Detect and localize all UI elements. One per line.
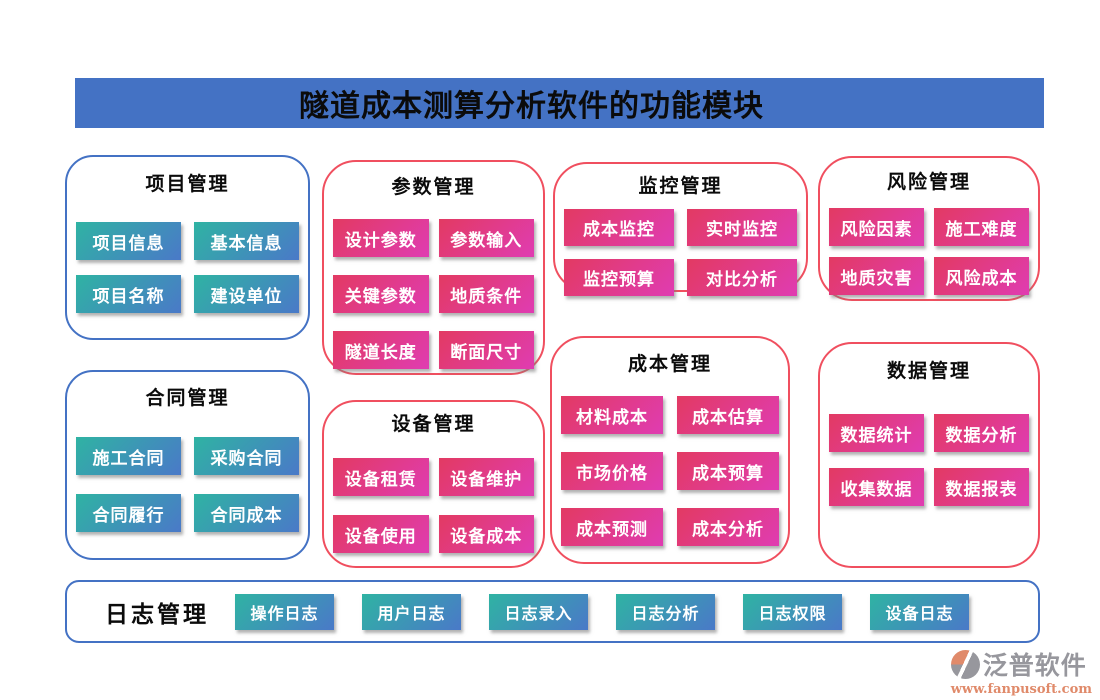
button-equipment-maintenance[interactable]: 设备维护 — [438, 458, 534, 496]
button-equipment-usage[interactable]: 设备使用 — [333, 515, 429, 553]
button-equipment-cost[interactable]: 设备成本 — [438, 515, 534, 553]
button-geological-conditions[interactable]: 地质条件 — [438, 275, 534, 313]
module-title-project-management: 项目管理 — [145, 173, 230, 195]
module-card-parameter-management: 参数管理 设计参数 参数输入 关键参数 地质条件 隧道长度 断面尺寸 — [322, 160, 545, 375]
button-comparison-analysis[interactable]: 对比分析 — [687, 259, 797, 296]
module-card-cost-management: 成本管理 材料成本 成本估算 市场价格 成本预算 成本预测 成本分析 — [550, 336, 790, 564]
module-buttons-risk: 风险因素 施工难度 地质灾害 风险成本 — [820, 208, 1038, 295]
module-buttons-log: 操作日志 用户日志 日志录入 日志分析 日志权限 设备日志 — [235, 593, 969, 630]
fanpu-logo: 泛普软件 www.fanpusoft.com — [950, 646, 1092, 697]
button-design-params[interactable]: 设计参数 — [333, 219, 429, 257]
button-data-report[interactable]: 数据报表 — [934, 468, 1029, 506]
button-data-collection[interactable]: 收集数据 — [829, 468, 924, 506]
button-geological-disaster[interactable]: 地质灾害 — [829, 257, 924, 295]
button-log-entry[interactable]: 日志录入 — [489, 593, 588, 630]
module-card-log-management: 日志管理 操作日志 用户日志 日志录入 日志分析 日志权限 设备日志 — [65, 580, 1040, 643]
module-title-log-management: 日志管理 — [105, 600, 209, 628]
fanpu-logo-icon — [950, 649, 980, 679]
button-cost-estimation[interactable]: 成本估算 — [677, 396, 779, 434]
module-title-cost-management: 成本管理 — [627, 353, 712, 375]
button-log-permission[interactable]: 日志权限 — [743, 593, 842, 630]
button-equipment-rental[interactable]: 设备租赁 — [333, 458, 429, 496]
button-data-statistics[interactable]: 数据统计 — [829, 414, 924, 452]
fanpu-logo-row: 泛普软件 — [950, 646, 1092, 682]
module-title-risk-management: 风险管理 — [886, 171, 971, 193]
button-realtime-monitoring[interactable]: 实时监控 — [687, 209, 797, 246]
button-contract-performance[interactable]: 合同履行 — [76, 494, 181, 532]
button-market-price[interactable]: 市场价格 — [561, 452, 663, 490]
module-card-risk-management: 风险管理 风险因素 施工难度 地质灾害 风险成本 — [818, 156, 1040, 301]
button-project-name[interactable]: 项目名称 — [76, 275, 181, 313]
module-card-project-management: 项目管理 项目信息 基本信息 项目名称 建设单位 — [65, 155, 310, 340]
button-user-log[interactable]: 用户日志 — [362, 593, 461, 630]
button-basic-info[interactable]: 基本信息 — [194, 222, 299, 260]
module-buttons-parameter: 设计参数 参数输入 关键参数 地质条件 隧道长度 断面尺寸 — [324, 219, 543, 369]
button-cost-budget[interactable]: 成本预算 — [677, 452, 779, 490]
module-title-monitoring-management: 监控管理 — [638, 175, 723, 197]
module-card-monitoring-management: 监控管理 成本监控 实时监控 监控预算 对比分析 — [553, 162, 808, 296]
module-buttons-project: 项目信息 基本信息 项目名称 建设单位 — [67, 222, 308, 313]
fanpu-logo-name: 泛普软件 — [982, 651, 1087, 680]
module-title-data-management: 数据管理 — [886, 360, 971, 382]
button-section-size[interactable]: 断面尺寸 — [438, 331, 534, 369]
button-monitoring-budget[interactable]: 监控预算 — [564, 259, 674, 296]
button-data-analysis[interactable]: 数据分析 — [934, 414, 1029, 452]
button-construction-unit[interactable]: 建设单位 — [194, 275, 299, 313]
button-key-params[interactable]: 关键参数 — [333, 275, 429, 313]
button-construction-contract[interactable]: 施工合同 — [76, 437, 181, 475]
module-title-contract-management: 合同管理 — [145, 387, 230, 409]
module-buttons-contract: 施工合同 采购合同 合同履行 合同成本 — [67, 437, 308, 532]
module-card-contract-management: 合同管理 施工合同 采购合同 合同履行 合同成本 — [65, 370, 310, 560]
module-title-parameter-management: 参数管理 — [391, 176, 476, 198]
button-risk-factors[interactable]: 风险因素 — [829, 208, 924, 246]
button-operation-log[interactable]: 操作日志 — [235, 593, 334, 630]
module-buttons-monitoring: 成本监控 实时监控 监控预算 对比分析 — [555, 209, 806, 296]
button-param-input[interactable]: 参数输入 — [438, 219, 534, 257]
button-material-cost[interactable]: 材料成本 — [561, 396, 663, 434]
button-project-info[interactable]: 项目信息 — [76, 222, 181, 260]
button-risk-cost[interactable]: 风险成本 — [934, 257, 1029, 295]
module-buttons-equipment: 设备租赁 设备维护 设备使用 设备成本 — [324, 458, 543, 553]
module-card-data-management: 数据管理 数据统计 数据分析 收集数据 数据报表 — [818, 342, 1040, 568]
button-cost-analysis[interactable]: 成本分析 — [677, 508, 779, 546]
fanpu-logo-url: www.fanpusoft.com — [950, 682, 1092, 697]
button-procurement-contract[interactable]: 采购合同 — [194, 437, 299, 475]
button-equipment-log[interactable]: 设备日志 — [870, 593, 969, 630]
module-buttons-cost: 材料成本 成本估算 市场价格 成本预算 成本预测 成本分析 — [552, 396, 788, 546]
button-log-analysis[interactable]: 日志分析 — [616, 593, 715, 630]
module-card-equipment-management: 设备管理 设备租赁 设备维护 设备使用 设备成本 — [322, 400, 545, 568]
button-cost-forecast[interactable]: 成本预测 — [561, 508, 663, 546]
button-tunnel-length[interactable]: 隧道长度 — [333, 331, 429, 369]
button-construction-difficulty[interactable]: 施工难度 — [934, 208, 1029, 246]
button-contract-cost[interactable]: 合同成本 — [194, 494, 299, 532]
page-title: 隧道成本测算分析软件的功能模块 — [299, 89, 764, 124]
button-cost-monitoring[interactable]: 成本监控 — [564, 209, 674, 246]
title-banner: 隧道成本测算分析软件的功能模块 — [75, 78, 1044, 128]
module-buttons-data: 数据统计 数据分析 收集数据 数据报表 — [820, 414, 1038, 506]
module-title-equipment-management: 设备管理 — [391, 413, 476, 435]
